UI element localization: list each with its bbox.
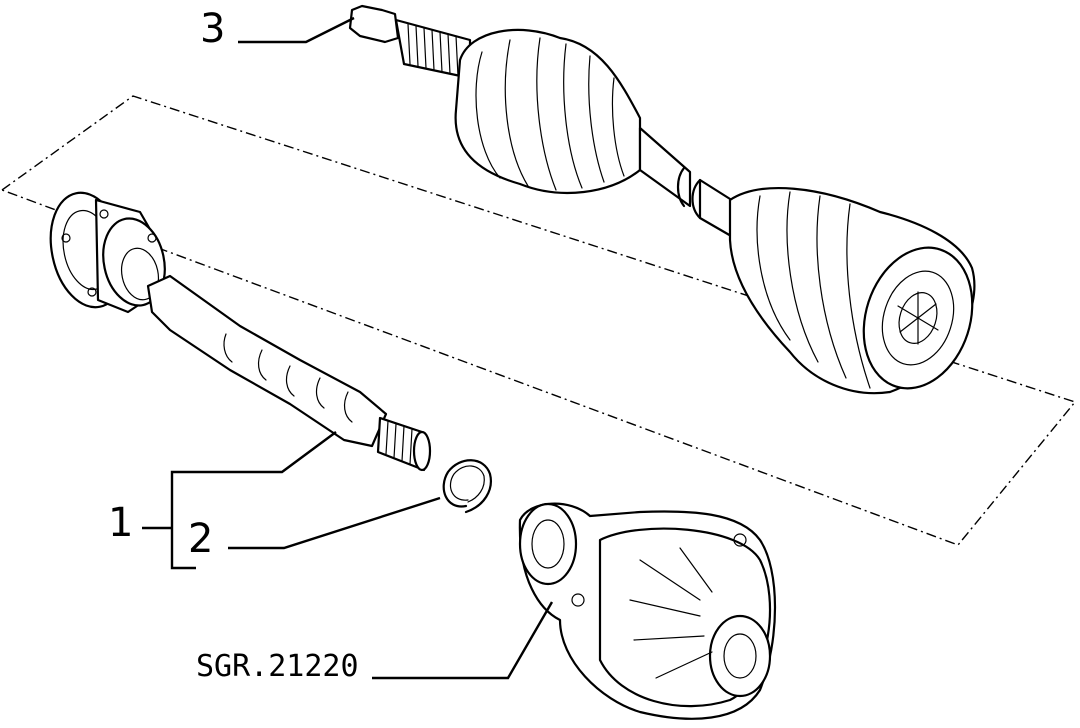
drive-shaft-with-flange (49, 191, 432, 472)
leader-1 (196, 431, 337, 474)
leader-1-bracket (170, 470, 196, 570)
snap-ring (442, 459, 492, 514)
leader-3 (238, 16, 355, 44)
leader-2 (228, 496, 441, 550)
differential-housing (518, 502, 777, 720)
reference-code: SGR.21220 (196, 649, 359, 684)
callout-3: 3 (200, 6, 225, 52)
cv-joint-drive-shaft (348, 4, 976, 395)
callout-1: 1 (108, 500, 133, 546)
callout-2: 2 (188, 516, 213, 562)
leader-reference (372, 601, 554, 680)
assembly-boundary (0, 95, 1077, 546)
